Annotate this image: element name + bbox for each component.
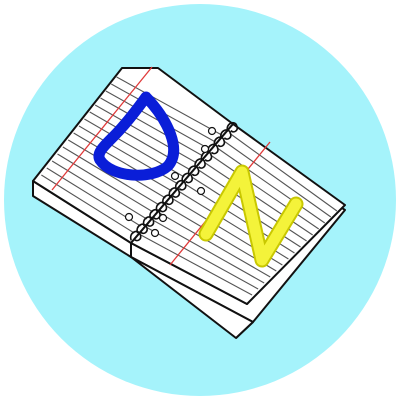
right-rule-line [222,140,332,218]
spiral-coil [181,172,193,184]
spiral-coil [155,201,168,213]
left-margin-line [51,66,153,191]
spiral-coil [226,121,239,133]
spiral-coil [187,165,200,177]
right-rule-line [159,212,271,278]
spiral-coil [162,194,174,206]
spiral-coil [168,187,181,198]
letter-n-mark [198,164,304,268]
spiral-coil [149,208,161,220]
spiral-coil [219,129,232,140]
right-rule-line [152,219,265,284]
spiral-coil [129,230,142,242]
right-rule-line [146,227,259,290]
punch-holes [124,126,217,238]
spiral-coil [194,158,206,169]
left-rule-line [116,76,223,136]
spiral-coil [142,216,155,227]
spiral-coil [200,150,213,162]
spiral-coil [174,179,187,191]
letter-d-mark [93,91,180,181]
right-rule-line [229,132,338,212]
spiral-notebook-icon [32,66,346,339]
right-rule-line [140,234,253,296]
left-rule-line [94,104,198,164]
spiral-coil [136,223,148,235]
left-rule-line [100,97,204,157]
right-rule-line [216,147,326,224]
right-rule-line [203,161,313,236]
notebook-edges [32,180,346,339]
right-rule-line [210,154,320,230]
spiral-coil [213,136,226,148]
